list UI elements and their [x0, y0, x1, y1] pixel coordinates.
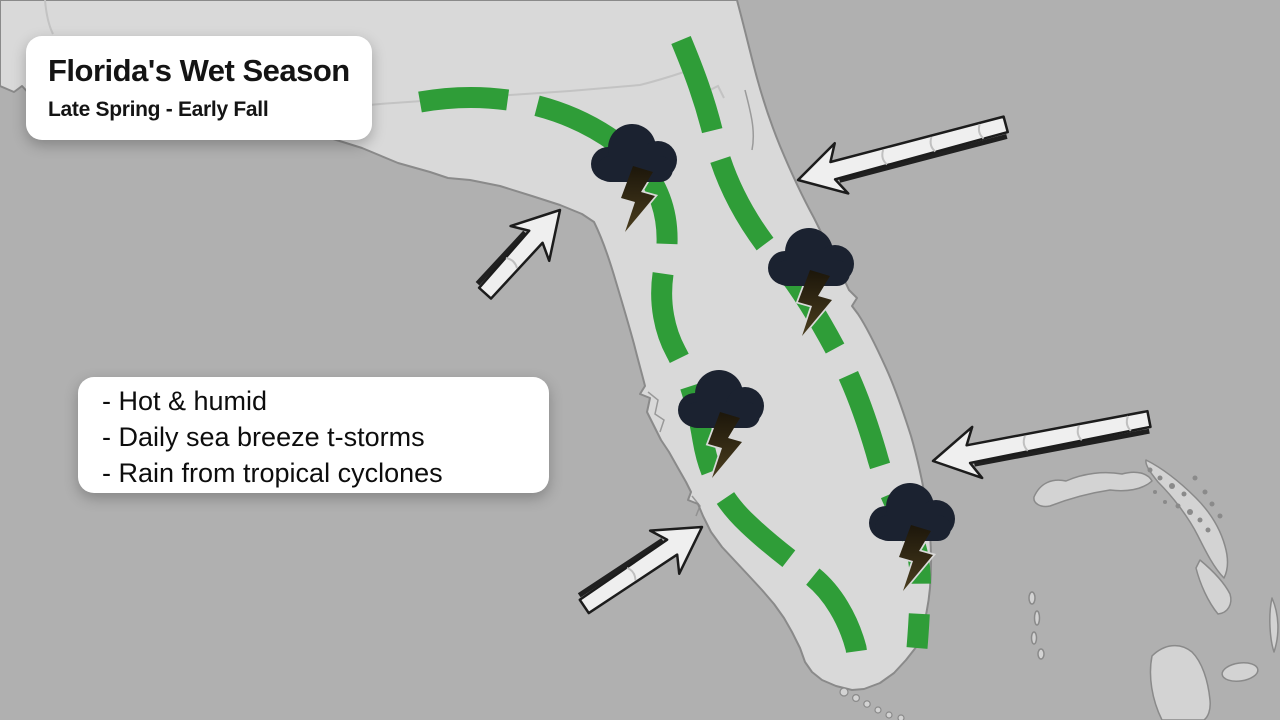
info-card: - Hot & humid - Daily sea breeze t-storm…: [78, 377, 549, 493]
wind-arrow-gulf-panhandle-inflow: [475, 208, 562, 300]
wind-arrow-atlantic-inflow: [931, 409, 1152, 480]
title-card: Florida's Wet Season Late Spring - Early…: [26, 36, 372, 140]
coastal-detail-lines: [647, 89, 755, 517]
bullet-tropical-cyclones: - Rain from tropical cyclones: [102, 458, 443, 488]
page-title: Florida's Wet Season: [48, 53, 350, 88]
bahamas-islands: [1028, 459, 1279, 720]
bullet-sea-breeze-storms: - Daily sea breeze t-storms: [102, 422, 425, 452]
page-subtitle: Late Spring - Early Fall: [48, 98, 269, 121]
bullet-hot-humid: - Hot & humid: [102, 386, 268, 416]
wind-arrow-northeast-inflow: [796, 115, 1009, 195]
florida-keys-islands: [839, 687, 905, 720]
wind-arrow-southwest-gulf-inflow: [577, 525, 704, 615]
florida-landmass: [0, 0, 932, 691]
bahamas-cays-speckles: [1147, 467, 1223, 533]
